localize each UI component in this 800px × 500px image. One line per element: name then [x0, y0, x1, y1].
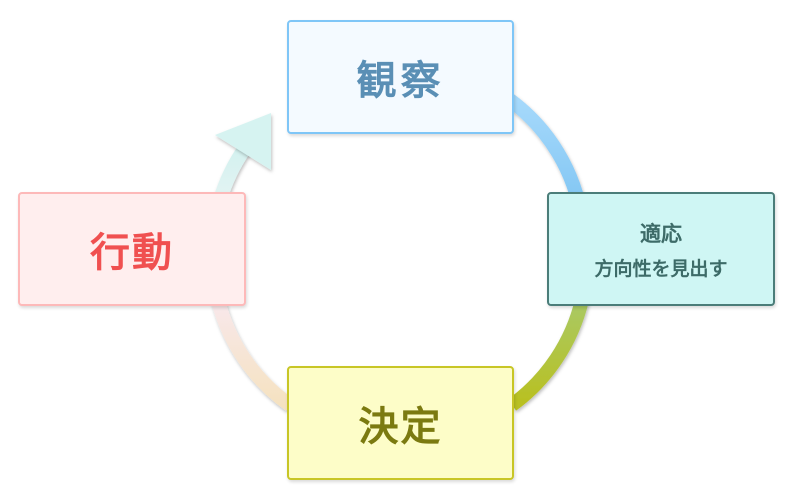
node-orient-sublabel: 方向性を見出す [594, 257, 728, 280]
node-observe: 観察 [287, 20, 514, 134]
arc-decide-to-act [211, 298, 295, 411]
node-orient-label: 適応 [640, 221, 682, 246]
node-decide: 決定 [287, 366, 514, 480]
arrow-head-icon [215, 113, 271, 170]
node-orient: 適応 方向性を見出す [547, 192, 775, 306]
node-observe-label: 観察 [356, 58, 445, 104]
arc-orient-to-decide [507, 298, 589, 411]
node-act-label: 行動 [90, 230, 174, 276]
node-decide-label: 決定 [358, 404, 443, 450]
node-act: 行動 [18, 192, 246, 306]
